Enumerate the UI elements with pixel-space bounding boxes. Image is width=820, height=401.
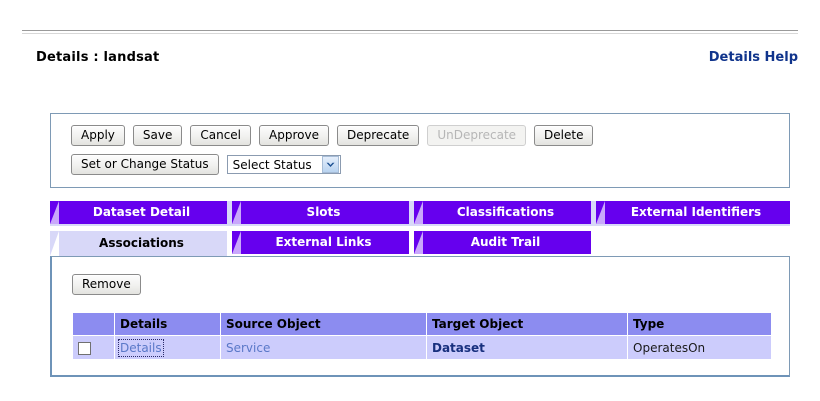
tab-wedge [414, 201, 423, 224]
tab-label: Slots [306, 205, 341, 219]
tab-external-identifiers[interactable]: External Identifiers [596, 201, 790, 224]
tab-wedge [50, 231, 59, 256]
tab-strip-secondary: Associations External Links Audit Trail [50, 231, 790, 256]
remove-button[interactable]: Remove [72, 274, 141, 295]
chevron-down-icon[interactable] [321, 156, 339, 173]
header-divider [22, 30, 798, 34]
row-details-cell: Details [114, 335, 221, 360]
row-source-object-cell: Service [220, 335, 427, 360]
row-type-cell: OperatesOn [627, 335, 772, 360]
row-target-object-cell: Dataset [426, 335, 628, 360]
tab-label: External Identifiers [630, 205, 762, 219]
tab-audit-trail[interactable]: Audit Trail [414, 231, 591, 254]
tab-wedge [596, 201, 605, 224]
tab-label: Associations [99, 236, 184, 250]
delete-button[interactable]: Delete [534, 125, 594, 146]
column-header-type: Type [627, 312, 772, 336]
tab-label: External Links [275, 235, 372, 249]
row-target-object-link[interactable]: Dataset [432, 340, 485, 355]
status-select-value: Select Status [232, 157, 312, 172]
row-type-value: OperatesOn [633, 340, 706, 355]
table-header-row: Details Source Object Target Object Type [72, 312, 772, 336]
tab-label: Classifications [456, 205, 555, 219]
page-title: Details : landsat [36, 50, 160, 65]
column-header-details: Details [114, 312, 221, 336]
deprecate-button[interactable]: Deprecate [336, 125, 420, 146]
column-header-source-object: Source Object [220, 312, 427, 336]
tab-associations[interactable]: Associations [50, 231, 227, 256]
toolbar-action-row: Apply Save Cancel Approve Deprecate UnDe… [51, 125, 789, 146]
column-header-target-object: Target Object [426, 312, 628, 336]
row-source-object-link[interactable]: Service [226, 340, 271, 355]
tab-wedge [232, 231, 241, 254]
tab-strip-primary: Dataset Detail Slots Classifications Ext… [50, 201, 790, 226]
status-select[interactable]: Select Status [226, 155, 341, 174]
undeprecate-button: UnDeprecate [427, 125, 527, 146]
tab-external-links[interactable]: External Links [232, 231, 409, 254]
associations-content-panel: Remove Details Source Object Target Obje… [50, 256, 790, 377]
remove-button-row: Remove [52, 257, 789, 295]
table-row: Details Service Dataset OperatesOn [72, 335, 772, 360]
save-button[interactable]: Save [132, 125, 183, 146]
set-or-change-status-button[interactable]: Set or Change Status [71, 154, 219, 175]
approve-button[interactable]: Approve [259, 125, 329, 146]
tab-slots[interactable]: Slots [232, 201, 409, 224]
column-header-select [72, 312, 115, 336]
tab-classifications[interactable]: Classifications [414, 201, 591, 224]
tab-dataset-detail[interactable]: Dataset Detail [50, 201, 227, 224]
row-select-cell [72, 335, 115, 360]
tab-label: Dataset Detail [92, 205, 191, 219]
toolbar-status-row: Set or Change Status Select Status [51, 154, 789, 175]
tab-label: Audit Trail [470, 235, 541, 249]
toolbar-panel: Apply Save Cancel Approve Deprecate UnDe… [50, 113, 790, 188]
apply-button[interactable]: Apply [71, 125, 125, 146]
tab-wedge [414, 231, 423, 254]
row-details-link[interactable]: Details [118, 338, 164, 357]
row-checkbox[interactable] [78, 341, 91, 355]
associations-table: Details Source Object Target Object Type… [72, 312, 772, 360]
tab-wedge [50, 201, 59, 224]
cancel-button[interactable]: Cancel [190, 125, 252, 146]
tab-wedge [232, 201, 241, 224]
details-help-link[interactable]: Details Help [708, 50, 798, 65]
